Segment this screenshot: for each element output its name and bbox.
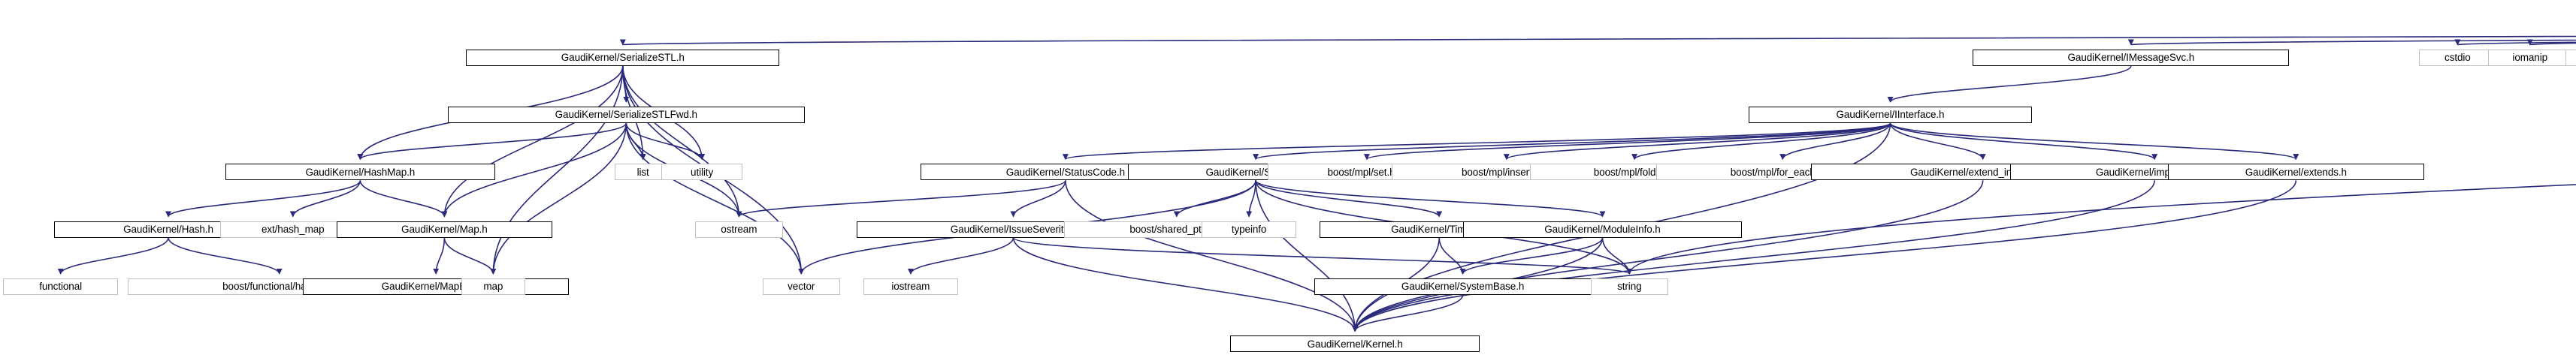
graph-edge xyxy=(168,237,283,275)
graph-edge xyxy=(1010,180,1066,218)
graph-edge xyxy=(165,180,361,218)
graph-edge xyxy=(1255,180,1359,332)
graph-edge xyxy=(1352,294,1464,332)
graph-edge xyxy=(1889,122,1986,161)
graph-edge xyxy=(1601,237,1633,275)
graph-edge xyxy=(289,180,361,218)
graph-node-map_std[interactable]: map xyxy=(461,278,525,295)
graph-node-moduleinfo[interactable]: GaudiKernel/ModuleInfo.h xyxy=(1462,221,1743,238)
graph-node-typeinfo[interactable]: typeinfo xyxy=(1202,221,1296,238)
graph-edge xyxy=(2130,38,2576,46)
graph-node-map_h[interactable]: GaudiKernel/Map.h xyxy=(337,221,552,238)
graph-node-iinterface[interactable]: GaudiKernel/IInterface.h xyxy=(1749,107,2032,124)
graph-node-cstdio[interactable]: cstdio xyxy=(2418,49,2496,66)
graph-edge xyxy=(625,123,646,161)
graph-edge xyxy=(1255,179,1606,218)
graph-node-extends[interactable]: GaudiKernel/extends.h xyxy=(2168,164,2424,181)
graph-node-iostream[interactable]: iostream xyxy=(863,278,958,295)
graph-edge xyxy=(1459,237,1604,275)
graph-edge xyxy=(625,123,805,275)
graph-edge xyxy=(1631,122,1891,161)
graph-edge xyxy=(622,35,2576,46)
graph-edge xyxy=(1504,122,1891,161)
graph-edge xyxy=(736,179,1066,218)
graph-edge xyxy=(1779,122,1891,161)
graph-node-hashmap[interactable]: GaudiKernel/HashMap.h xyxy=(225,164,495,181)
graph-edge xyxy=(1173,180,1256,218)
graph-edge xyxy=(1246,180,1256,218)
graph-node-kernel[interactable]: GaudiKernel/Kernel.h xyxy=(1230,335,1480,353)
graph-node-iomanip[interactable]: iomanip xyxy=(2487,49,2572,66)
graph-edge xyxy=(1887,65,2132,103)
graph-node-exthashmap[interactable]: ext/hash_map xyxy=(220,221,366,238)
graph-edge xyxy=(2457,38,2576,46)
graph-edge xyxy=(1253,122,1891,161)
graph-node-serializestl[interactable]: GaudiKernel/SerializeSTL.h xyxy=(466,49,780,66)
graph-edge xyxy=(441,65,624,218)
graph-node-vector[interactable]: vector xyxy=(762,278,840,295)
graph-edge xyxy=(1255,180,1443,218)
graph-edge xyxy=(490,65,624,275)
graph-edge xyxy=(622,65,742,218)
graph-edge xyxy=(625,122,706,161)
graph-edge xyxy=(1364,122,1891,161)
graph-edge xyxy=(1889,122,2158,161)
graph-node-list[interactable]: list xyxy=(614,164,672,181)
graph-node-ostream[interactable]: ostream xyxy=(695,221,783,238)
graph-edge xyxy=(1012,236,1632,275)
graph-edge xyxy=(1063,122,1891,161)
graph-node-string[interactable]: string xyxy=(1590,278,1668,295)
graph-edge xyxy=(1352,180,1984,332)
graph-edge xyxy=(1438,237,1466,275)
graph-edge xyxy=(622,65,630,103)
graph-edge xyxy=(2529,38,2576,46)
graph-edge xyxy=(357,122,627,161)
graph-edge xyxy=(1065,180,1359,332)
graph-edge xyxy=(1352,180,2155,332)
graph-edge xyxy=(1012,237,1359,332)
graph-node-functional[interactable]: functional xyxy=(3,278,118,295)
graph-edge xyxy=(907,237,1014,275)
graph-edge xyxy=(490,123,627,275)
graph-node-systembase[interactable]: GaudiKernel/SystemBase.h xyxy=(1314,278,1611,295)
graph-node-serializestlfwd[interactable]: GaudiKernel/SerializeSTLFwd.h xyxy=(447,107,805,124)
graph-node-imessagesvc[interactable]: GaudiKernel/IMessageSvc.h xyxy=(1973,49,2290,66)
graph-node-sstream[interactable]: sstream xyxy=(2565,49,2576,66)
graph-edge xyxy=(433,237,446,275)
graph-edge xyxy=(1352,180,2297,332)
graph-edge xyxy=(359,180,448,218)
graph-node-mapbase[interactable]: GaudiKernel/MapBase.h xyxy=(303,278,570,295)
graph-edge xyxy=(57,237,169,275)
graph-node-utility[interactable]: utility xyxy=(661,164,742,181)
graph-edge xyxy=(1889,122,2299,161)
graph-edge xyxy=(443,237,497,275)
